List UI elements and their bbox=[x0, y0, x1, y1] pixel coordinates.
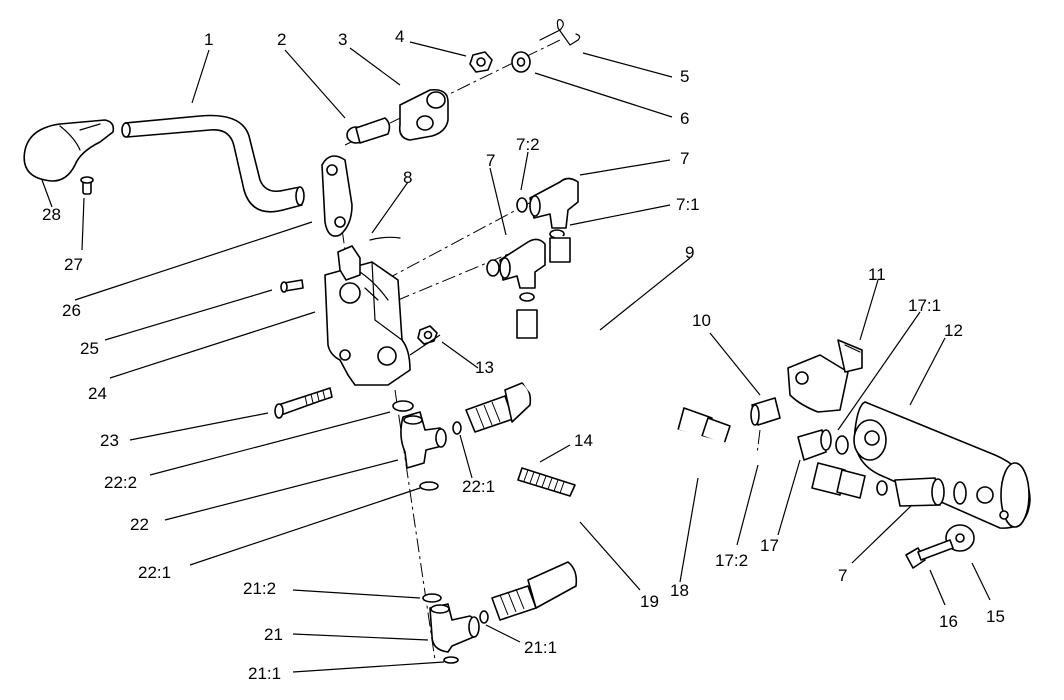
callout-16: 16 bbox=[939, 612, 958, 631]
part-6-washer bbox=[511, 51, 531, 73]
callout-2: 2 bbox=[277, 30, 286, 49]
callout-21-2: 21:2 bbox=[243, 579, 276, 598]
part-2-pin bbox=[346, 117, 391, 144]
part-28-knob bbox=[23, 119, 115, 182]
part-13-nut bbox=[417, 325, 438, 345]
part-4-nut bbox=[469, 51, 493, 73]
callout-13: 13 bbox=[475, 358, 494, 377]
callout-21-1-lower: 21:1 bbox=[248, 664, 281, 683]
part-19-tube bbox=[426, 455, 666, 576]
part-21-1-oring-lower bbox=[443, 656, 459, 664]
part-15-washer bbox=[945, 524, 975, 552]
callout-27: 27 bbox=[64, 255, 83, 274]
part-18-hose bbox=[516, 309, 866, 499]
part-7-2-oring bbox=[516, 197, 528, 213]
part-24-valve-body bbox=[324, 245, 411, 386]
callout-12: 12 bbox=[944, 321, 963, 340]
part-23-long-bolt bbox=[274, 387, 333, 419]
part-22-tee-fitting bbox=[392, 400, 462, 491]
callout-17-1: 17:1 bbox=[908, 296, 941, 315]
part-12-cylinder bbox=[853, 401, 1031, 529]
leader-13 bbox=[409, 334, 441, 356]
callout-7-1: 7:1 bbox=[676, 195, 700, 214]
callout-7-top: 7 bbox=[680, 149, 689, 168]
callout-4: 4 bbox=[395, 27, 404, 46]
leader-lines bbox=[41, 41, 991, 673]
callout-22-1-lower: 22:1 bbox=[138, 563, 171, 582]
hose-end-21 bbox=[491, 561, 578, 621]
callout-19: 19 bbox=[640, 592, 659, 611]
callout-22: 22 bbox=[130, 515, 149, 534]
callout-21: 21 bbox=[264, 625, 283, 644]
part-21-elbow-fitting bbox=[422, 593, 489, 664]
part-27-screw bbox=[80, 176, 94, 195]
callout-22-1-side: 22:1 bbox=[462, 477, 495, 496]
part-1-lever-rod bbox=[121, 114, 305, 213]
part-22-1-oring-lower bbox=[419, 481, 439, 491]
part-5-hairpin-clip bbox=[539, 19, 581, 46]
part-7-elbow-upper bbox=[516, 177, 579, 239]
callout-5: 5 bbox=[680, 67, 689, 86]
callout-7-right: 7 bbox=[838, 566, 847, 585]
part-21-1-oring-side bbox=[479, 610, 489, 624]
callout-3: 3 bbox=[338, 30, 347, 49]
callout-17-2: 17:2 bbox=[715, 551, 748, 570]
part-17-1-oring bbox=[835, 435, 849, 455]
callout-28: 28 bbox=[42, 205, 61, 224]
part-25-bolt bbox=[280, 279, 304, 293]
callout-23: 23 bbox=[100, 431, 119, 450]
callout-15: 15 bbox=[986, 607, 1005, 626]
part-11-clevis-bracket bbox=[787, 339, 863, 413]
part-22-2-oring bbox=[392, 400, 414, 412]
part-22-1-oring-side bbox=[452, 421, 462, 435]
callout-11: 11 bbox=[868, 265, 886, 284]
callout-8: 8 bbox=[403, 168, 412, 187]
part-14-spring bbox=[517, 467, 576, 497]
callout-10: 10 bbox=[692, 311, 711, 330]
callout-22-2: 22:2 bbox=[104, 473, 137, 492]
callout-17: 17 bbox=[760, 536, 779, 555]
part-8-wire-pin bbox=[369, 236, 401, 241]
callout-9: 9 bbox=[685, 243, 694, 262]
callout-26: 26 bbox=[62, 301, 81, 320]
callout-21-1-side: 21:1 bbox=[524, 638, 557, 657]
callout-7-left: 7 bbox=[486, 151, 495, 170]
callout-1: 1 bbox=[204, 30, 213, 49]
callout-24: 24 bbox=[88, 384, 107, 403]
callout-25: 25 bbox=[80, 339, 99, 358]
part-17-fitting bbox=[797, 429, 849, 461]
part-3-clevis bbox=[398, 88, 449, 141]
part-16-bolt bbox=[905, 539, 954, 569]
part-7-oring bbox=[486, 259, 500, 277]
part-21-2-oring bbox=[422, 593, 442, 603]
part-7-fitting-right bbox=[876, 477, 967, 507]
hose-end-22 bbox=[465, 382, 532, 433]
callout-14: 14 bbox=[574, 431, 593, 450]
callout-labels: 1 2 3 4 5 6 7:2 7 7 7:1 8 9 10 11 17:1 1… bbox=[42, 27, 1005, 683]
part-26-link-plate bbox=[321, 155, 353, 237]
callout-7-2: 7:2 bbox=[516, 135, 540, 154]
callout-18: 18 bbox=[670, 581, 689, 600]
callout-6: 6 bbox=[680, 109, 689, 128]
part-10-sleeve bbox=[750, 397, 781, 426]
part-7-elbow-middle bbox=[486, 238, 546, 302]
